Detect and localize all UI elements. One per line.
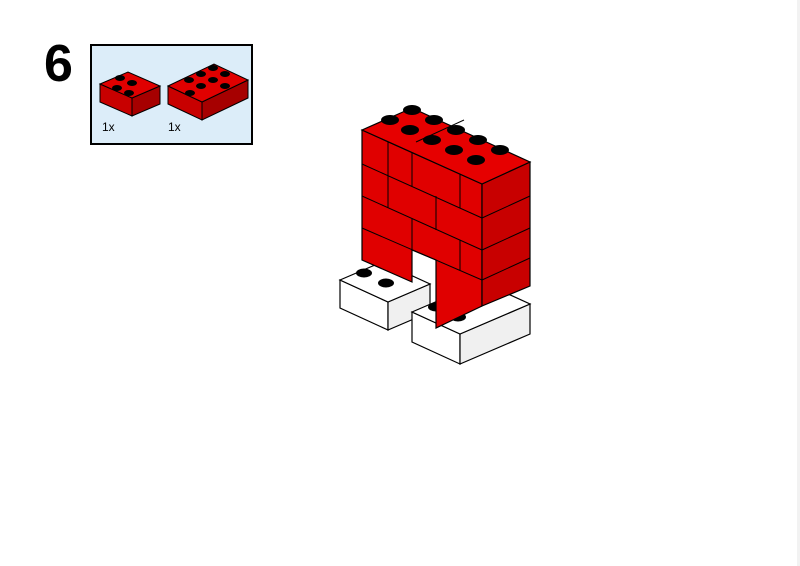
parts-callout: 1x 1x: [90, 44, 253, 145]
brick-2x4-icon: [166, 63, 250, 121]
red-brick-stack-icon: [360, 105, 532, 329]
brick-2x2-icon: [98, 71, 162, 117]
step-number: 6: [44, 35, 73, 93]
part-quantity: 1x: [102, 120, 115, 134]
part-quantity: 1x: [168, 120, 181, 134]
page-edge: [797, 0, 800, 566]
parts-illustration: [98, 63, 250, 121]
assembly-model: [338, 105, 532, 365]
white-brick-left-icon: [338, 261, 432, 331]
